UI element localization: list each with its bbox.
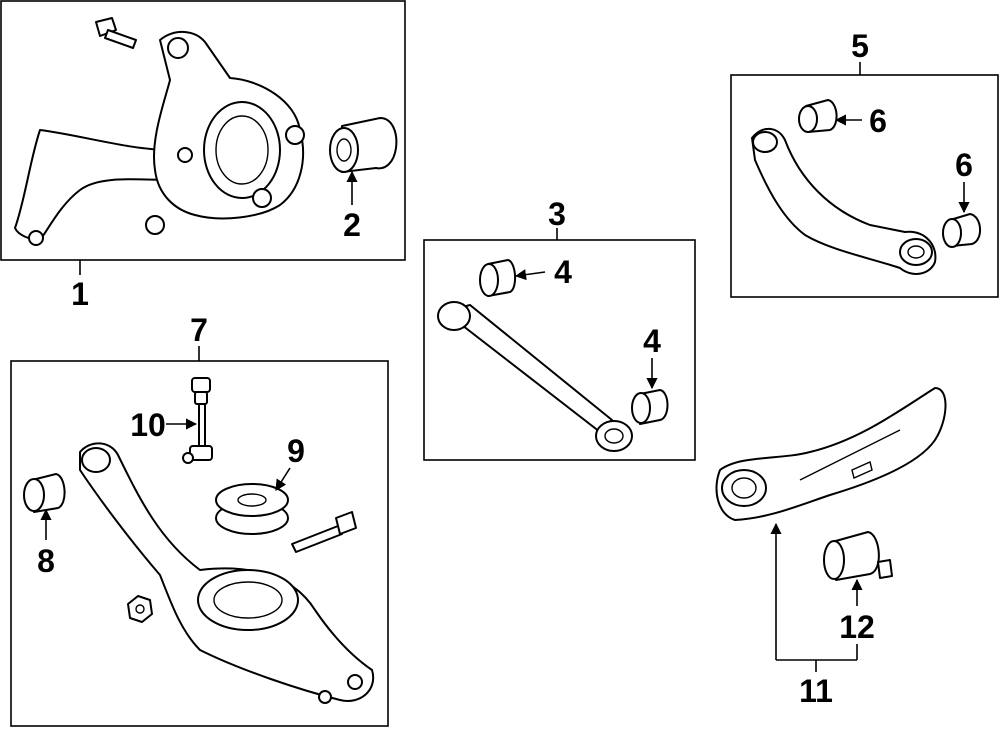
knuckle-bushing — [329, 117, 398, 173]
callout-4a-arrow — [514, 269, 546, 281]
callout-7: 7 — [190, 312, 208, 348]
upper-arm-bushing-lower — [942, 213, 981, 248]
lower-arm-bushing — [23, 473, 66, 513]
trailing-arm-bushing — [823, 531, 893, 581]
callout-1: 1 — [71, 276, 89, 312]
callout-9: 9 — [287, 433, 305, 469]
lower-arm-nut — [127, 595, 153, 623]
lower-arm-bolt — [291, 511, 357, 553]
rear-knuckle — [14, 31, 305, 246]
upper-arm-bushing-upper — [798, 99, 838, 133]
lateral-link-bushing-upper — [479, 259, 516, 297]
stabilizer-link — [182, 377, 213, 464]
lower-control-arm — [79, 442, 375, 704]
callout-10: 10 — [130, 407, 166, 443]
callout-4a: 4 — [554, 254, 572, 290]
callout-5: 5 — [851, 28, 869, 64]
callout-2: 2 — [343, 207, 361, 243]
spring-seat — [215, 483, 289, 535]
knuckle-bolt — [95, 17, 137, 49]
callout-6a: 6 — [869, 103, 887, 139]
lower-arm-group-frame — [10, 360, 389, 727]
callout-11: 11 — [799, 673, 833, 709]
trailing-arm — [715, 387, 947, 521]
lateral-link — [437, 301, 633, 452]
callout-6b: 6 — [955, 147, 973, 183]
callout-12: 12 — [839, 609, 875, 645]
callout-8: 8 — [37, 543, 55, 579]
upper-arm-group-frame — [730, 74, 999, 298]
callout-9-arrow — [275, 467, 291, 491]
lateral-link-bushing-lower — [631, 389, 669, 425]
lateral-link-group-frame — [423, 239, 696, 461]
knuckle-group-frame — [0, 0, 406, 261]
callout-3: 3 — [548, 196, 566, 232]
upper-control-arm — [751, 127, 937, 275]
callout-4b: 4 — [643, 323, 661, 359]
